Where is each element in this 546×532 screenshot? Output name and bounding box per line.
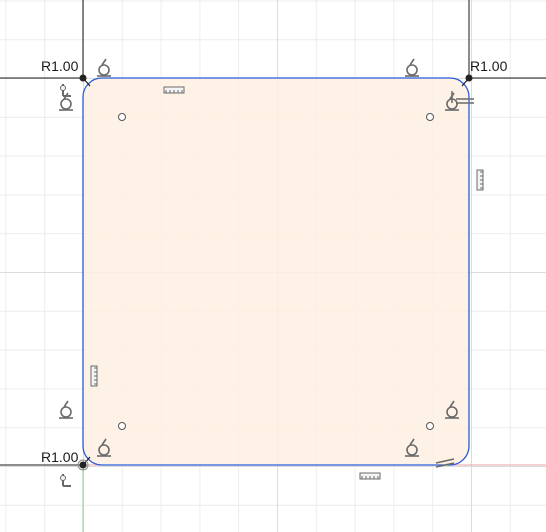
- tangent-icon[interactable]: [96, 58, 112, 77]
- dim-point[interactable]: [79, 74, 87, 82]
- arc-center-point[interactable]: [426, 422, 434, 430]
- radius-dimension-label[interactable]: R1.00: [41, 449, 79, 465]
- sketch-profile[interactable]: [82, 77, 470, 466]
- parallel-icon[interactable]: [435, 458, 455, 468]
- horizontal-constraint-icon[interactable]: [163, 86, 185, 94]
- coincident-icon[interactable]: [59, 83, 72, 97]
- vertical-constraint-icon[interactable]: [90, 365, 98, 387]
- parallel-icon[interactable]: [451, 91, 474, 104]
- origin-point[interactable]: [77, 459, 89, 471]
- tangent-icon[interactable]: [58, 400, 74, 419]
- horizontal-constraint-icon[interactable]: [359, 472, 381, 480]
- tangent-icon[interactable]: [404, 58, 420, 77]
- coincident-icon[interactable]: [59, 473, 72, 487]
- vertical-constraint-icon[interactable]: [476, 169, 484, 191]
- dim-point[interactable]: [79, 461, 87, 469]
- radius-dimension-label[interactable]: R1.00: [41, 58, 79, 74]
- radius-dimension-label[interactable]: R1.00: [470, 58, 508, 74]
- arc-center-point[interactable]: [118, 113, 126, 121]
- arc-center-point[interactable]: [118, 422, 126, 430]
- arc-center-point[interactable]: [426, 113, 434, 121]
- dim-point[interactable]: [465, 74, 473, 82]
